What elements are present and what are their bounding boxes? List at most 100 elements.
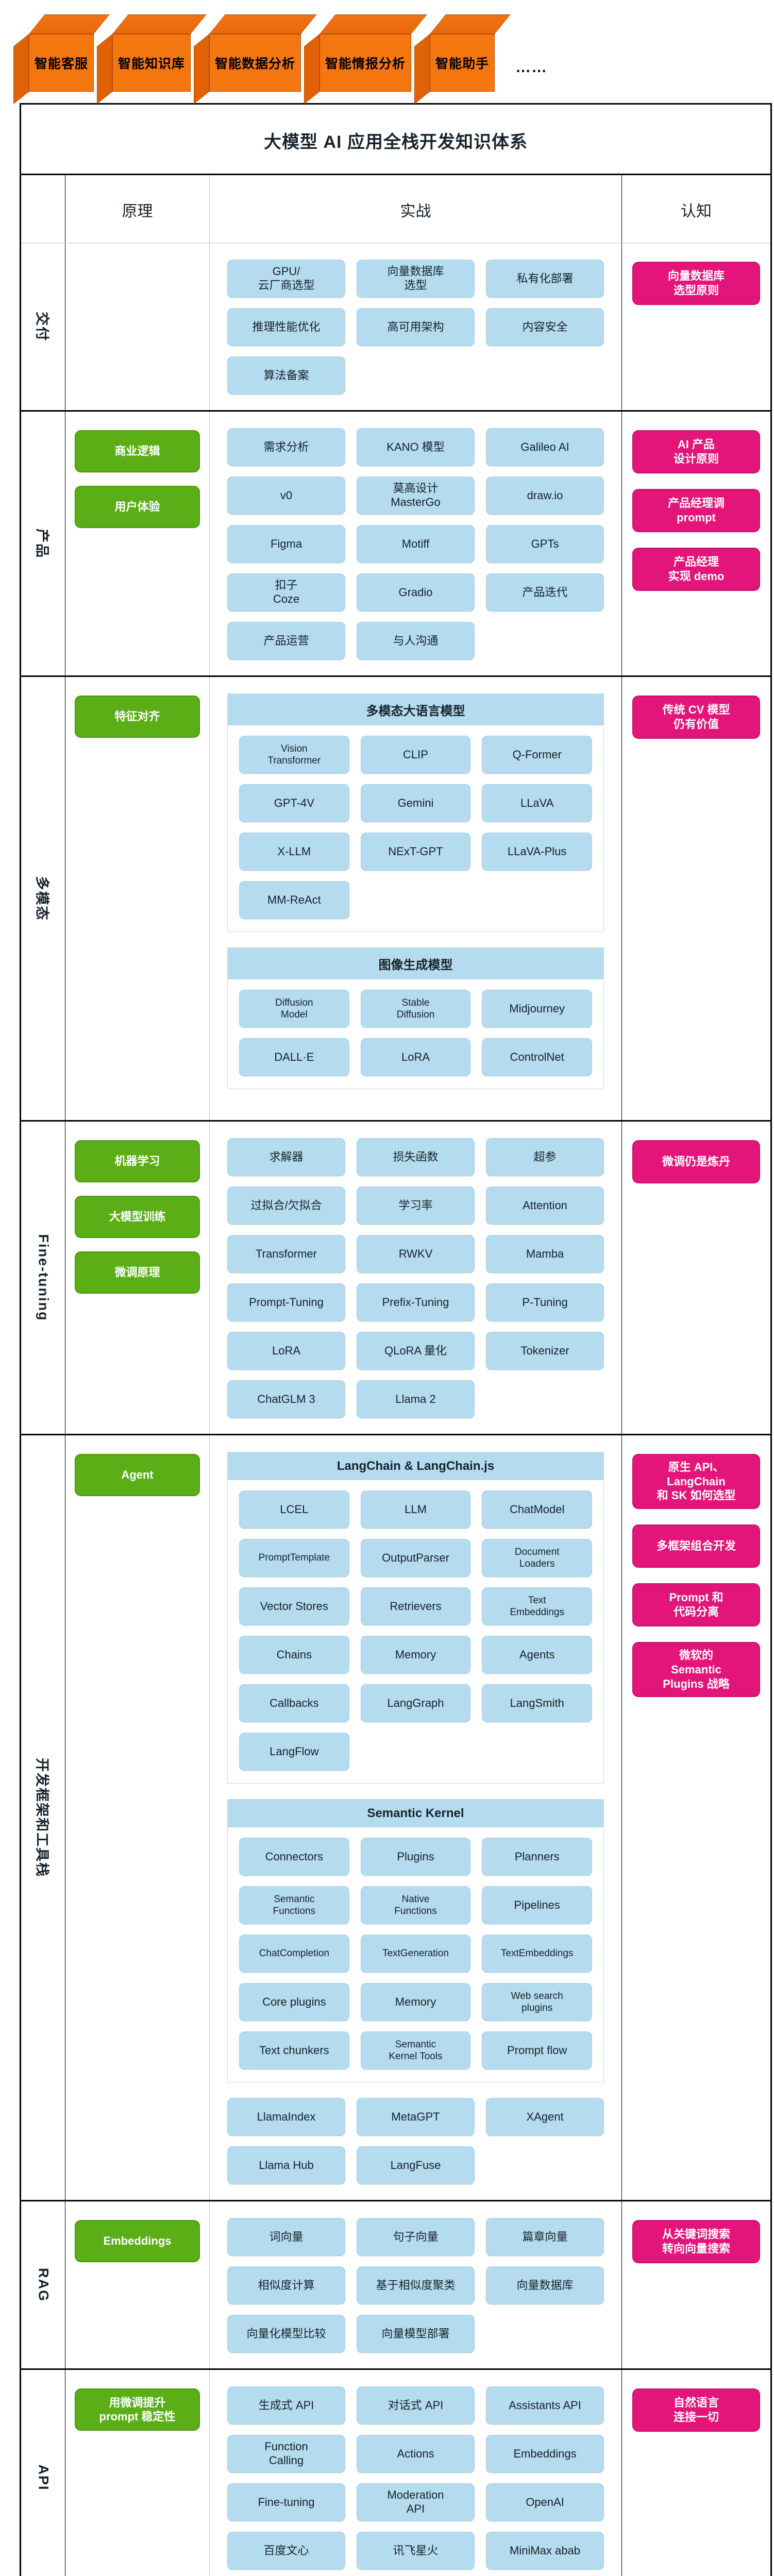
framework-chip[interactable]: X-LLM [239,833,349,871]
scenario-cube[interactable]: 智能知识库 [97,14,207,105]
practice-chip[interactable]: 相似度计算 [227,2266,345,2304]
practice-chip[interactable]: 求解器 [227,1138,345,1176]
practice-chip[interactable]: Motiff [357,525,475,563]
practice-chip[interactable]: v0 [227,477,345,515]
practice-chip[interactable]: 推理性能优化 [227,308,345,346]
practice-chip[interactable]: 词向量 [227,2218,345,2256]
practice-chip[interactable]: draw.io [486,477,604,515]
framework-chip[interactable]: Prompt flow [482,2031,592,2070]
framework-chip[interactable]: LoRA [360,1038,471,1076]
framework-chip[interactable]: Planners [482,1838,592,1876]
practice-chip[interactable]: LlamaIndex [227,2098,345,2136]
framework-chip[interactable]: LLaVA-Plus [482,833,592,871]
practice-chip[interactable]: 篇章向量 [486,2218,604,2256]
practice-chip[interactable]: 百度文心 [227,2532,345,2570]
practice-chip[interactable]: Transformer [227,1235,345,1273]
scenario-cube[interactable]: 智能客服 [13,14,110,105]
practice-chip[interactable]: Embeddings [486,2435,604,2473]
practice-chip[interactable]: Prefix-Tuning [357,1283,475,1321]
practice-chip[interactable]: ChatGLM 3 [227,1380,345,1418]
practice-chip[interactable]: Tokenizer [486,1332,604,1370]
practice-chip[interactable]: Attention [486,1187,604,1225]
framework-chip[interactable]: TextEmbeddings [482,1935,592,1973]
cognition-chip[interactable]: 微调仍是炼丹 [632,1140,760,1183]
framework-chip[interactable]: Midjourney [482,990,592,1028]
practice-chip[interactable]: 损失函数 [357,1138,475,1176]
practice-chip[interactable]: 高可用架构 [357,308,475,346]
framework-chip[interactable]: LangSmith [482,1684,592,1722]
framework-chip[interactable]: Core plugins [239,1983,349,2021]
framework-chip[interactable]: DALL·E [239,1038,349,1076]
practice-chip[interactable]: 对话式 API [357,2386,475,2425]
practice-chip[interactable]: Figma [227,525,345,563]
practice-chip[interactable]: Llama Hub [227,2146,345,2184]
practice-chip[interactable]: 算法备案 [227,357,345,395]
scenario-cube[interactable]: 智能情报分析 [304,14,427,105]
framework-chip[interactable]: Memory [360,1983,471,2021]
practice-chip[interactable]: MetaGPT [357,2098,475,2136]
cognition-chip[interactable]: 从关键词搜索转向向量搜索 [632,2220,760,2263]
principle-chip[interactable]: 机器学习 [75,1140,200,1182]
principle-chip[interactable]: 微调原理 [75,1251,200,1294]
framework-chip[interactable]: LangFlow [239,1733,349,1771]
practice-chip[interactable]: XAgent [486,2098,604,2136]
practice-chip[interactable]: QLoRA 量化 [357,1332,475,1370]
framework-chip[interactable]: Q-Former [482,736,592,774]
cognition-chip[interactable]: 多框架组合开发 [632,1524,760,1568]
practice-chip[interactable]: 超参 [486,1138,604,1176]
scenario-cube[interactable]: 智能助手 [414,14,511,105]
framework-chip[interactable]: Gemini [360,784,471,822]
practice-chip[interactable]: Fine-tuning [227,2483,345,2521]
cognition-chip[interactable]: 自然语言连接一切 [632,2388,760,2432]
practice-chip[interactable]: Prompt-Tuning [227,1283,345,1321]
principle-chip[interactable]: Embeddings [75,2220,200,2262]
practice-chip[interactable]: P-Tuning [486,1283,604,1321]
cognition-chip[interactable]: 向量数据库选型原则 [632,262,760,305]
practice-chip[interactable]: 向量数据库 [486,2266,604,2304]
framework-chip[interactable]: OutputParser [360,1539,471,1577]
framework-chip[interactable]: ChatModel [482,1490,592,1529]
practice-chip[interactable]: LoRA [227,1332,345,1370]
framework-chip[interactable]: TextGeneration [360,1935,471,1973]
practice-chip[interactable]: 产品运营 [227,622,345,660]
framework-chip[interactable]: LLM [360,1490,471,1529]
practice-chip[interactable]: 向量数据库选型 [357,260,475,298]
practice-chip[interactable]: OpenAI [486,2483,604,2521]
framework-chip[interactable]: Vector Stores [239,1587,349,1625]
framework-chip[interactable]: Callbacks [239,1684,349,1722]
framework-chip[interactable]: LCEL [239,1490,349,1529]
practice-chip[interactable]: GPU/云厂商选型 [227,260,345,298]
framework-chip[interactable]: ChatCompletion [239,1935,349,1973]
principle-chip[interactable]: Agent [75,1454,200,1496]
framework-chip[interactable]: Plugins [360,1838,471,1876]
practice-chip[interactable]: 学习率 [357,1187,475,1225]
principle-chip[interactable]: 大模型训练 [75,1196,200,1238]
practice-chip[interactable]: KANO 模型 [357,428,475,466]
practice-chip[interactable]: Galileo AI [486,428,604,466]
cognition-chip[interactable]: 产品经理实现 demo [632,548,760,591]
practice-chip[interactable]: 向量模型部署 [357,2315,475,2353]
framework-chip[interactable]: CLIP [360,736,471,774]
practice-chip[interactable]: 讯飞星火 [357,2532,475,2570]
scenario-cube[interactable]: 智能数据分析 [194,14,317,105]
practice-chip[interactable]: Assistants API [486,2386,604,2425]
practice-chip[interactable]: Actions [357,2435,475,2473]
framework-chip[interactable]: GPT-4V [239,784,349,822]
practice-chip[interactable]: Llama 2 [357,1380,475,1418]
cognition-chip[interactable]: 传统 CV 模型仍有价值 [632,696,760,739]
practice-chip[interactable]: 与人沟通 [357,622,475,660]
